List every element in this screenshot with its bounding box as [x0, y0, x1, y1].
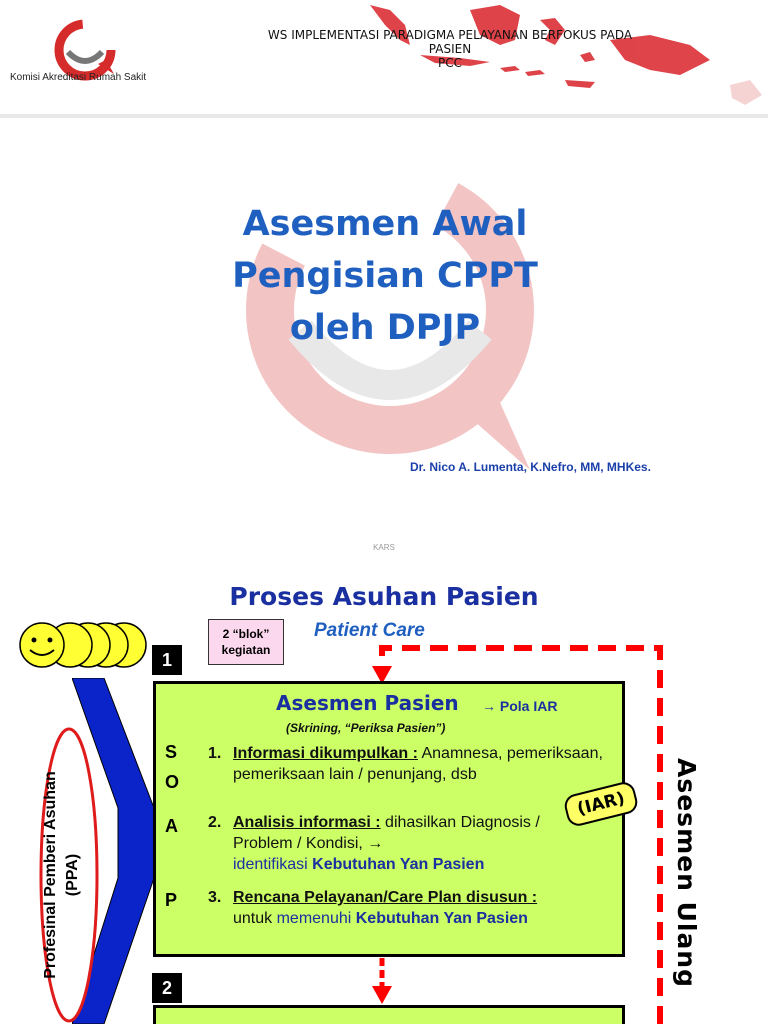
title-line-3: oleh DPJP [289, 308, 481, 348]
ppa-ellipse [39, 727, 99, 1023]
header-divider [0, 114, 768, 118]
header-line-3: PCC [438, 56, 462, 70]
ppa-label: Profesinal Pemberi Asuhan (PPA) [40, 725, 84, 1024]
header-text: WS IMPLEMENTASI PARADIGMA PELAYANAN BERF… [240, 28, 660, 70]
logo-watermark-icon [246, 166, 534, 470]
step-number-2: 2 [152, 973, 182, 1003]
slide-title: Asesmen Awal Pengisian CPPT oleh DPJP [140, 198, 630, 354]
soap-a: A [165, 816, 178, 836]
soap-p: P [165, 890, 178, 910]
header-line-2: PASIEN [428, 42, 472, 56]
title-line-1: Asesmen Awal [242, 204, 528, 244]
ppa-line-1: Profesinal Pemberi Asuhan [42, 771, 59, 979]
kars-logo-icon [54, 19, 116, 81]
process-slide: Proses Asuhan Pasien Patient Care 2 “blo… [0, 560, 768, 1024]
author-name: Dr. Nico A. Lumenta, K.Nefro, MM, MHKes. [410, 460, 651, 474]
next-step-box [153, 1005, 625, 1024]
down-arrow-icon [372, 958, 392, 1004]
asesmen-box-subtitle: (Skrining, “Periksa Pasien”) [286, 721, 446, 735]
process-chevron-arrow [72, 678, 155, 1024]
indonesia-map-icon [370, 5, 762, 105]
soap-o: O [165, 772, 180, 792]
blok-line-1: 2 “blok” [222, 627, 270, 641]
title-slide: Komisi Akreditasi Rumah Sakit WS IMPLEME… [0, 5, 768, 552]
header-line-1: WS IMPLEMENTASI PARADIGMA PELAYANAN BERF… [267, 28, 633, 42]
soap-s: S [165, 742, 178, 762]
ppa-line-2: (PPA) [64, 853, 81, 897]
blok-line-2: kegiatan [221, 643, 271, 657]
pola-iar-label: → Pola IAR [482, 698, 558, 714]
reassessment-loop-arrow [372, 645, 663, 1024]
asesmen-pasien-box: Asesmen Pasien → Pola IAR (Skrining, “Pe… [153, 681, 625, 957]
process-subtitle: Patient Care [314, 620, 425, 641]
asesmen-box-title: Asesmen Pasien [276, 691, 459, 715]
title-line-2: Pengisian CPPT [232, 256, 538, 296]
logo-label: Komisi Akreditasi Rumah Sakit [10, 72, 147, 83]
process-title: Proses Asuhan Pasien [229, 582, 539, 611]
footer-text: KARS [373, 543, 395, 552]
blok-kegiatan-label: 2 “blok” kegiatan [208, 619, 284, 665]
step-number-1: 1 [152, 645, 182, 675]
asesmen-ulang-label: Asesmen Ulang [672, 758, 701, 989]
smiley-faces-icon [19, 622, 147, 668]
